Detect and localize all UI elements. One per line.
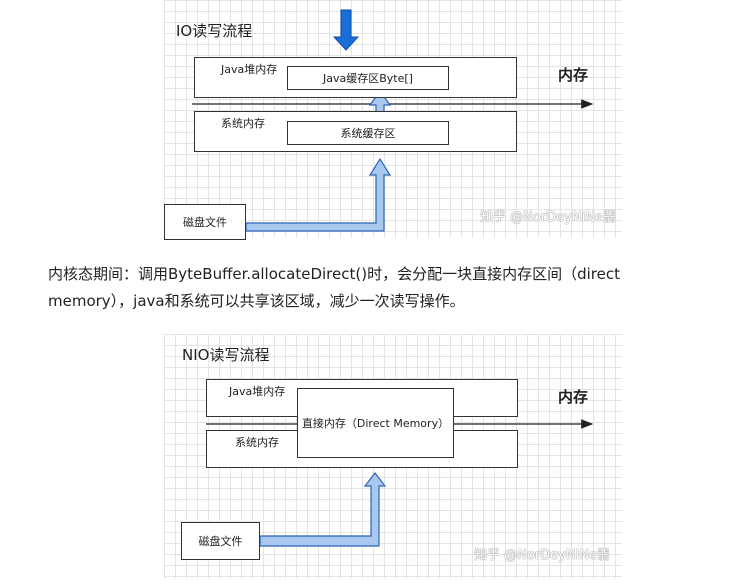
disk-to-direct-arrow <box>259 472 387 547</box>
disk-to-system-arrow <box>245 157 392 232</box>
disk-file-box: 磁盘文件 <box>164 204 246 240</box>
java-heap-label: Java堆内存 <box>229 385 286 398</box>
system-memory-label: 系统内存 <box>235 436 279 449</box>
nio-title: NIO读写流程 <box>182 346 270 364</box>
java-heap-label: Java堆内存 <box>221 63 278 76</box>
description-text: 内核态期间：调用ByteBuffer.allocateDirect()时，会分配… <box>48 265 620 310</box>
system-buffer-label: 系统缓存区 <box>340 127 396 140</box>
nio-diagram: NIO读写流程 Java堆内存 系统内存 直接内存（Direct Memory）… <box>164 334 622 579</box>
watermark: 知乎 @NorDeyNiNe翡 <box>474 548 610 563</box>
disk-file-label: 磁盘文件 <box>198 535 243 548</box>
memory-label: 内存 <box>558 388 589 406</box>
direct-memory-box: 直接内存（Direct Memory） <box>297 388 454 458</box>
io-arrows <box>192 9 594 232</box>
disk-file-box: 磁盘文件 <box>181 522 260 560</box>
direct-memory-label: 直接内存（Direct Memory） <box>301 417 450 430</box>
watermark: 知乎 @NorDeyNiNe翡 <box>480 210 616 225</box>
io-diagram: IO读写流程 Java堆内存 Java缓存区Byte[] 系统内存 系统缓存区 … <box>164 0 622 240</box>
down-arrow-icon <box>332 9 360 51</box>
system-buffer-box: 系统缓存区 <box>287 121 449 145</box>
memory-label: 内存 <box>558 66 589 84</box>
io-title: IO读写流程 <box>176 22 253 40</box>
java-buffer-label: Java缓存区Byte[] <box>323 72 413 85</box>
system-memory-label: 系统内存 <box>221 117 265 130</box>
disk-file-label: 磁盘文件 <box>183 216 227 229</box>
java-buffer-box: Java缓存区Byte[] <box>287 66 449 90</box>
